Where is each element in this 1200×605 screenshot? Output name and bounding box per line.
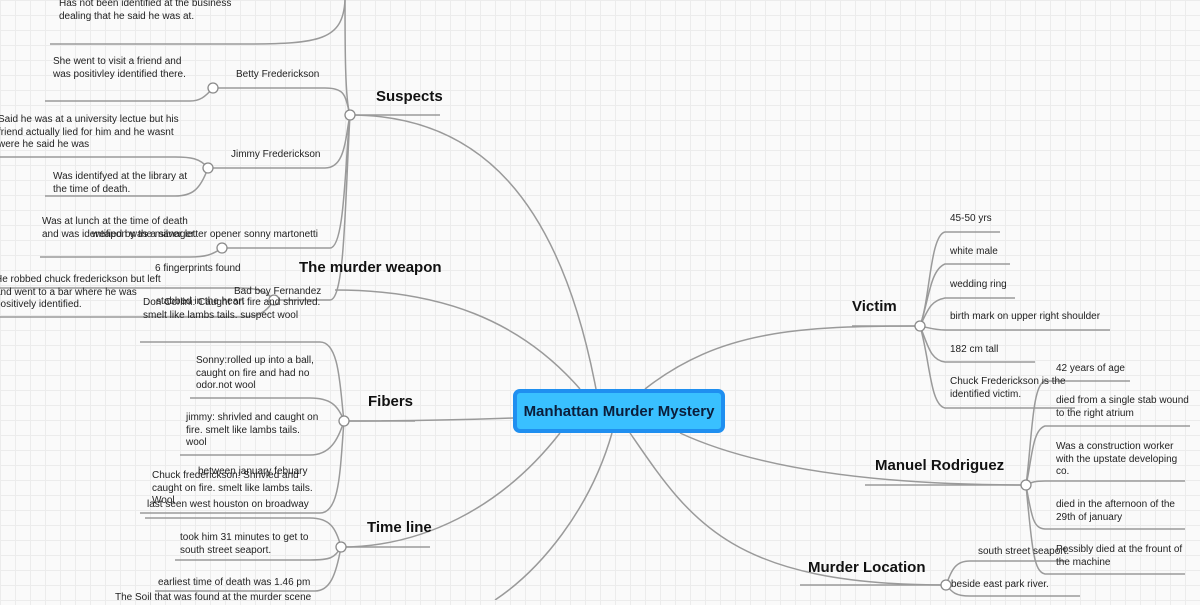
link-suspects-badboy — [274, 114, 351, 301]
link-fibers-f3 — [180, 420, 345, 456]
central-topic-label: Manhattan Murder Mystery — [523, 402, 715, 420]
victim-height[interactable]: 182 cm tall — [950, 344, 999, 355]
link-victim-v2 — [919, 263, 1010, 327]
timeline-31-minutes[interactable]: took him 31 minutes to get to south stre… — [180, 532, 309, 556]
branch-murder-weapon[interactable]: The murder weapon — [299, 259, 442, 276]
node-suspects — [344, 109, 356, 121]
weapon-letter-opener[interactable]: weapon was a silver letter opener — [92, 229, 241, 240]
suspect-jimmy-note-2[interactable]: Was identifyed at the library at the tim… — [53, 171, 188, 195]
branch-fibers[interactable]: Fibers — [368, 393, 414, 410]
link-timeline-t4 — [155, 546, 342, 592]
timeline-soil[interactable]: The Soil that was found at the murder sc… — [115, 592, 312, 603]
link-betty-note — [45, 87, 214, 102]
branch-victim[interactable]: Victim — [852, 298, 897, 315]
node-manuel — [1020, 479, 1032, 491]
suspect-betty-note[interactable]: She went to visit a friend and was posit… — [53, 56, 186, 80]
central-topic[interactable]: Manhattan Murder Mystery — [513, 389, 725, 433]
weapon-fingerprints[interactable]: 6 fingerprints found — [155, 263, 241, 274]
victim-identified[interactable]: Chuck Frederickson is the identified vic… — [950, 376, 1066, 400]
link-central-manuel — [679, 432, 1027, 486]
branch-murder-location[interactable]: Murder Location — [808, 559, 926, 576]
suspect-sonny[interactable]: sonny martonetti — [244, 229, 318, 240]
node-victim — [914, 320, 926, 332]
weapon-stabbed[interactable]: stabbed in the heart — [156, 296, 245, 307]
link-fibers-f1 — [140, 341, 345, 422]
timeline-earliest-death[interactable]: earliest time of death was 1.46 pm — [158, 577, 311, 588]
link-manuel-m2 — [1025, 425, 1190, 486]
manuel-age[interactable]: 42 years of age — [1056, 363, 1125, 374]
branch-time-line[interactable]: Time line — [367, 519, 432, 536]
branch-suspects[interactable]: Suspects — [376, 88, 443, 105]
suspect-jimmy[interactable]: Jimmy Frederickson — [231, 149, 321, 160]
link-manuel-m3 — [1025, 480, 1185, 486]
timeline-last-seen[interactable]: last seen west houston on broadway — [147, 499, 309, 510]
node-location — [940, 579, 952, 591]
location-seaport[interactable]: south street seaport. — [978, 546, 1070, 557]
node-jimmy — [202, 162, 214, 174]
suspect-badboy-note[interactable]: He robbed chuck frederickson but left an… — [0, 274, 161, 310]
link-sonny-note — [40, 247, 223, 258]
fiber-jimmy[interactable]: jimmy: shrivled and caught on fire. smel… — [186, 412, 319, 448]
link-timeline-t2 — [145, 517, 342, 548]
link-central-location — [629, 432, 947, 586]
node-betty — [207, 82, 219, 94]
link-central-victim — [644, 325, 921, 390]
fiber-don-corlini[interactable]: Don Corlini: Caught on fire and shrivled… — [143, 297, 321, 321]
node-timeline — [335, 541, 347, 553]
suspect-badboy[interactable]: Bad boy Fernandez — [234, 286, 322, 297]
suspect-jimmy-note-1[interactable]: Said he was at a university lectue but h… — [0, 114, 179, 150]
timeline-between[interactable]: between january febuary — [198, 466, 308, 477]
link-victim-v6 — [919, 325, 1075, 409]
node-sonny — [216, 242, 228, 254]
link-jimmy-note2 — [45, 167, 209, 197]
node-badboy — [268, 294, 280, 306]
branch-manuel-rodriguez[interactable]: Manuel Rodriguez — [875, 457, 1005, 474]
link-central-bottom — [494, 432, 613, 600]
manuel-afternoon[interactable]: died in the afternoon of the 29th of jan… — [1056, 499, 1175, 523]
victim-white-male[interactable]: white male — [950, 246, 998, 257]
link-central-weapon — [334, 289, 581, 390]
victim-birth-mark[interactable]: birth mark on upper right shoulder — [950, 311, 1101, 322]
suspect-betty[interactable]: Betty Frederickson — [236, 69, 320, 80]
manuel-machine[interactable]: Possibly died at the frount of the machi… — [1056, 544, 1183, 568]
victim-wedding-ring[interactable]: wedding ring — [950, 279, 1007, 290]
suspect-top-note[interactable]: Has not been identified at the business … — [59, 0, 232, 22]
link-manuel-m1 — [1025, 380, 1130, 486]
link-fibers-f4 — [140, 420, 345, 514]
victim-age[interactable]: 45-50 yrs — [950, 213, 992, 224]
link-victim-v4 — [919, 325, 1110, 331]
location-east-park-river[interactable]: beside east park river. — [951, 579, 1049, 590]
fiber-chuck[interactable]: Chuck frederickson: Shrivled and caught … — [152, 470, 313, 506]
link-central-timeline — [340, 432, 561, 548]
fiber-sonny[interactable]: Sonny:rolled up into a ball, caught on f… — [196, 355, 314, 391]
link-manuel-m5 — [1025, 484, 1185, 575]
link-top-note — [50, 0, 346, 45]
node-fibers — [338, 415, 350, 427]
manuel-stab-wound[interactable]: died from a single stab wound to the rig… — [1056, 395, 1189, 419]
link-jimmy-note1 — [0, 156, 209, 169]
link-manuel-m4 — [1025, 484, 1185, 530]
manuel-construction[interactable]: Was a construction worker with the upsta… — [1056, 441, 1178, 477]
suspect-sonny-note[interactable]: Was at lunch at the time of death and wa… — [42, 216, 197, 240]
link-central-suspects — [349, 114, 597, 390]
link-suspects-betty — [213, 87, 351, 116]
